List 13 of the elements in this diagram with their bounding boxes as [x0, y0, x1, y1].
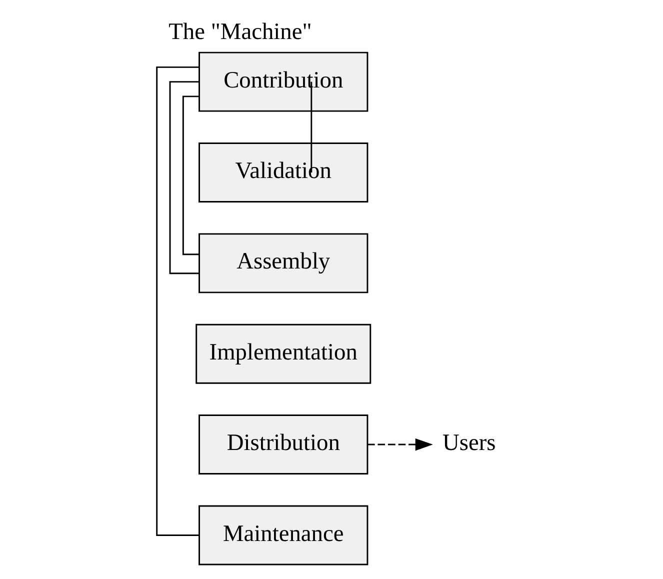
connector — [310, 82, 312, 172]
arrow — [367, 438, 432, 451]
node-box: Assembly — [198, 233, 368, 294]
diagram-title: The "Machine" — [168, 19, 312, 46]
connector — [156, 66, 200, 536]
node-box: Distribution — [198, 414, 368, 475]
connector — [168, 81, 200, 274]
node-box: Maintenance — [198, 505, 368, 566]
node-text: Users — [442, 430, 496, 456]
node-box: Contribution — [198, 52, 368, 112]
node-box: Validation — [198, 142, 368, 202]
node-box: Implementation — [195, 324, 371, 384]
connector — [182, 96, 200, 256]
